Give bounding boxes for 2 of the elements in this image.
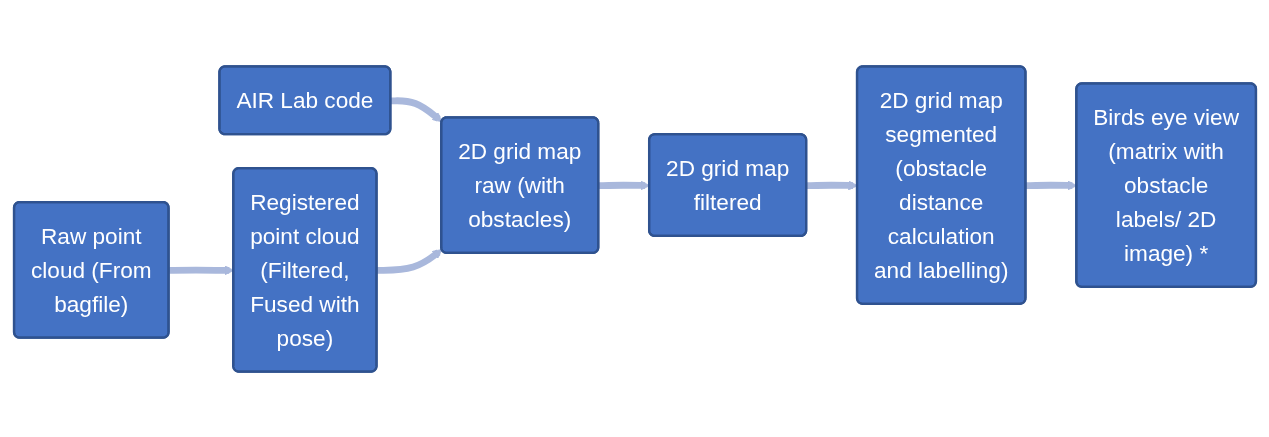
arrow — [376, 248, 442, 274]
arrow — [390, 96, 442, 122]
